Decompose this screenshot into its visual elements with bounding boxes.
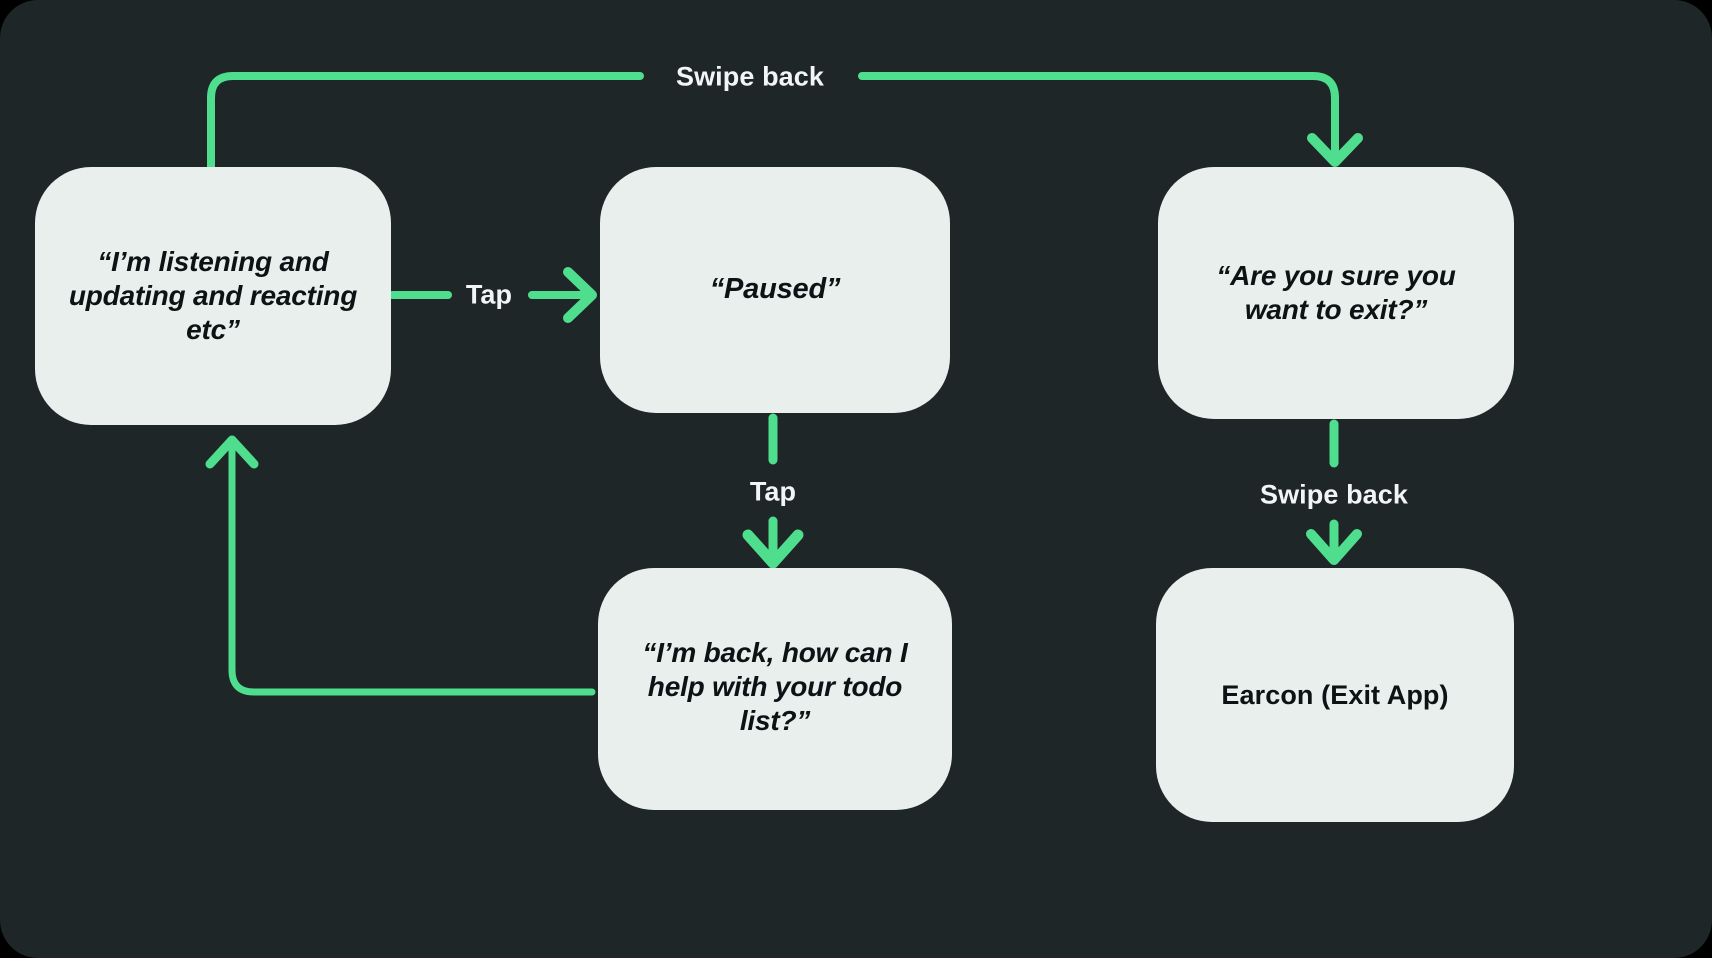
edge-back-to-listening <box>205 435 596 696</box>
edge-label-swipe-back-confirm-earcon: Swipe back <box>1259 479 1409 510</box>
node-earcon-label: Earcon (Exit App) <box>1221 679 1449 710</box>
node-paused[interactable]: “Paused” <box>600 167 950 413</box>
node-confirm[interactable]: “Are you sure you want to exit?” <box>1158 167 1514 419</box>
node-back[interactable]: “I’m back, how can I help with your todo… <box>598 568 952 810</box>
node-earcon[interactable]: Earcon (Exit App) <box>1156 568 1514 822</box>
node-paused-label: “Paused” <box>709 273 841 306</box>
edge-label-tap-paused-back: Tap <box>749 476 797 507</box>
edge-label-swipe-back-top: Swipe back <box>675 61 825 92</box>
node-listening-label: “I’m listening and updating and reacting… <box>68 245 358 346</box>
node-confirm-label: “Are you sure you want to exit?” <box>1216 259 1456 325</box>
node-listening[interactable]: “I’m listening and updating and reacting… <box>35 167 391 425</box>
node-back-label: “I’m back, how can I help with your todo… <box>642 636 908 737</box>
edge-label-tap-listening-paused: Tap <box>465 279 513 310</box>
